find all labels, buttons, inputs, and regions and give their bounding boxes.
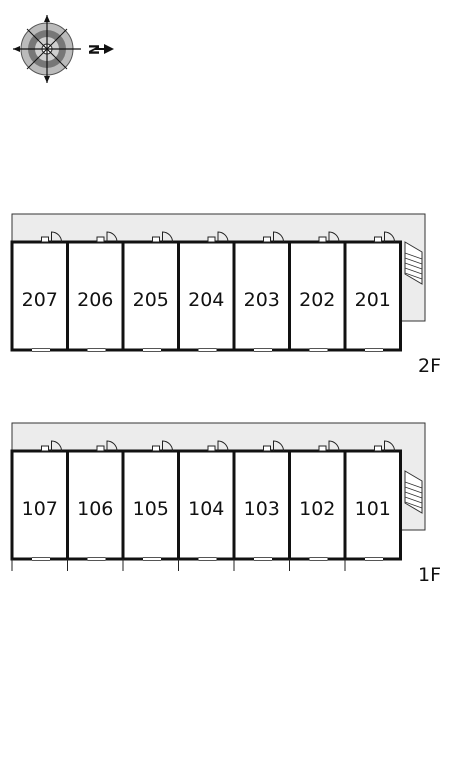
meter-box-icon bbox=[152, 236, 160, 243]
room-206: 206 bbox=[66, 231, 125, 352]
door-icon bbox=[328, 440, 340, 452]
room-number: 107 bbox=[22, 498, 58, 520]
room-number: 204 bbox=[188, 289, 224, 311]
room-107: 107 bbox=[10, 440, 69, 561]
room-number: 206 bbox=[77, 289, 113, 311]
room-102: 102 bbox=[288, 440, 347, 571]
room-101: 101 bbox=[343, 440, 402, 571]
door-icon bbox=[328, 231, 340, 243]
door-icon bbox=[273, 440, 284, 452]
room-number: 203 bbox=[244, 289, 280, 311]
door-icon bbox=[384, 231, 395, 243]
room-number: 106 bbox=[77, 498, 113, 520]
room-number: 202 bbox=[299, 289, 335, 311]
north-label: N bbox=[85, 44, 100, 55]
room-207: 207 bbox=[10, 231, 69, 352]
room-number: 207 bbox=[22, 289, 58, 311]
room-201: 201 bbox=[343, 231, 402, 352]
door-icon bbox=[162, 231, 173, 243]
room-104: 104 bbox=[177, 440, 236, 571]
room-204: 204 bbox=[177, 231, 236, 352]
door-icon bbox=[106, 231, 118, 243]
door-icon bbox=[106, 440, 118, 452]
room-number: 105 bbox=[133, 498, 169, 520]
room-205: 205 bbox=[121, 231, 180, 352]
meter-box-icon bbox=[318, 445, 327, 452]
meter-box-icon bbox=[318, 236, 327, 243]
meter-box-icon bbox=[374, 445, 382, 452]
door-icon bbox=[384, 440, 395, 452]
room-number: 205 bbox=[133, 289, 169, 311]
door-icon bbox=[217, 231, 229, 243]
stairs-icon bbox=[404, 241, 423, 285]
meter-box-icon bbox=[207, 236, 216, 243]
room-number: 104 bbox=[188, 498, 224, 520]
meter-box-icon bbox=[263, 445, 271, 452]
door-icon bbox=[162, 440, 173, 452]
door-icon bbox=[51, 440, 62, 452]
floor-2F: 207 206 205 204 203 202 201 2F bbox=[10, 213, 441, 377]
meter-box-icon bbox=[41, 236, 49, 243]
room-203: 203 bbox=[232, 231, 291, 352]
meter-box-icon bbox=[41, 445, 49, 452]
room-number: 103 bbox=[244, 498, 280, 520]
north-indicator: N bbox=[85, 44, 114, 55]
meter-box-icon bbox=[263, 236, 271, 243]
door-icon bbox=[217, 440, 229, 452]
room-number: 201 bbox=[355, 289, 391, 311]
room-number: 102 bbox=[299, 498, 335, 520]
compass-rose-icon bbox=[13, 15, 81, 83]
door-icon bbox=[273, 231, 284, 243]
north-arrow-icon bbox=[104, 44, 114, 54]
meter-box-icon bbox=[152, 445, 160, 452]
floor-label: 1F bbox=[418, 564, 441, 586]
meter-box-icon bbox=[374, 236, 382, 243]
room-105: 105 bbox=[121, 440, 180, 571]
floor-label: 2F bbox=[418, 355, 441, 377]
room-106: 106 bbox=[66, 440, 125, 571]
meter-box-icon bbox=[207, 445, 216, 452]
room-103: 103 bbox=[232, 440, 291, 571]
stairs-icon bbox=[404, 470, 423, 514]
meter-box-icon bbox=[96, 236, 105, 243]
room-number: 101 bbox=[355, 498, 391, 520]
room-202: 202 bbox=[288, 231, 347, 352]
door-icon bbox=[51, 231, 62, 243]
floor-1F: 107 106 105 104 103 102 101 1F bbox=[10, 422, 441, 586]
meter-box-icon bbox=[96, 445, 105, 452]
